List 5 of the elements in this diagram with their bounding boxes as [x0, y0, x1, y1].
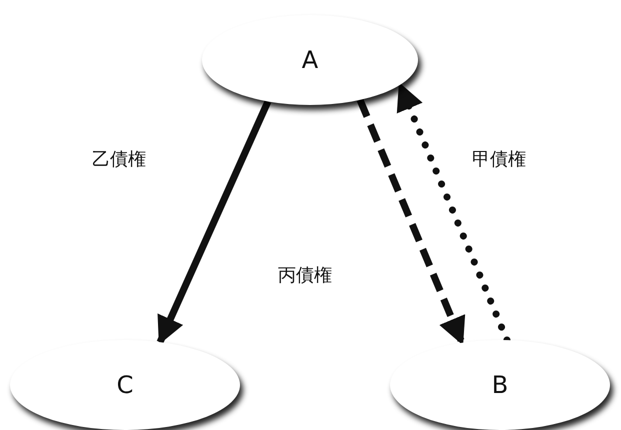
arrow: [356, 98, 466, 346]
ellipse-node: C: [10, 340, 240, 430]
arrow: [156, 100, 272, 345]
ellipse-node: A: [202, 15, 418, 105]
ellipse-node: B: [390, 340, 610, 430]
